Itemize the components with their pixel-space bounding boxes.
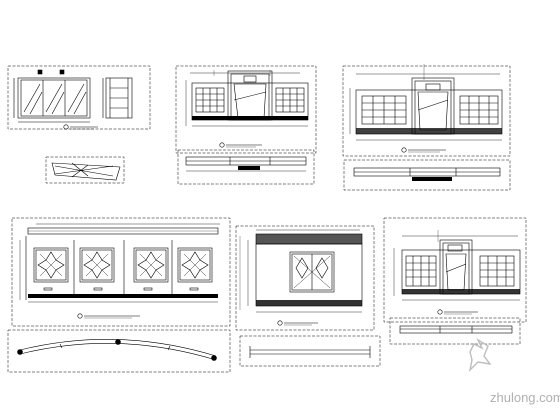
detail-box-1	[45, 156, 125, 184]
elevation-panel-4	[11, 217, 231, 327]
watermark-logo-icon	[468, 338, 492, 373]
elevation-panel-5	[235, 225, 375, 331]
watermark-text: zhulong.com	[490, 390, 560, 405]
watermark	[468, 338, 492, 373]
plan-strip-6	[389, 317, 521, 345]
elevation-panel-6	[383, 217, 527, 323]
plan-strip-3	[343, 159, 511, 191]
curved-plan-4	[7, 329, 231, 373]
plan-strip-5	[239, 335, 381, 367]
elevation-panel-1	[7, 65, 151, 130]
elevation-panel-2	[175, 65, 317, 154]
elevation-panel-3	[342, 64, 511, 157]
plan-strip-2	[177, 149, 315, 185]
